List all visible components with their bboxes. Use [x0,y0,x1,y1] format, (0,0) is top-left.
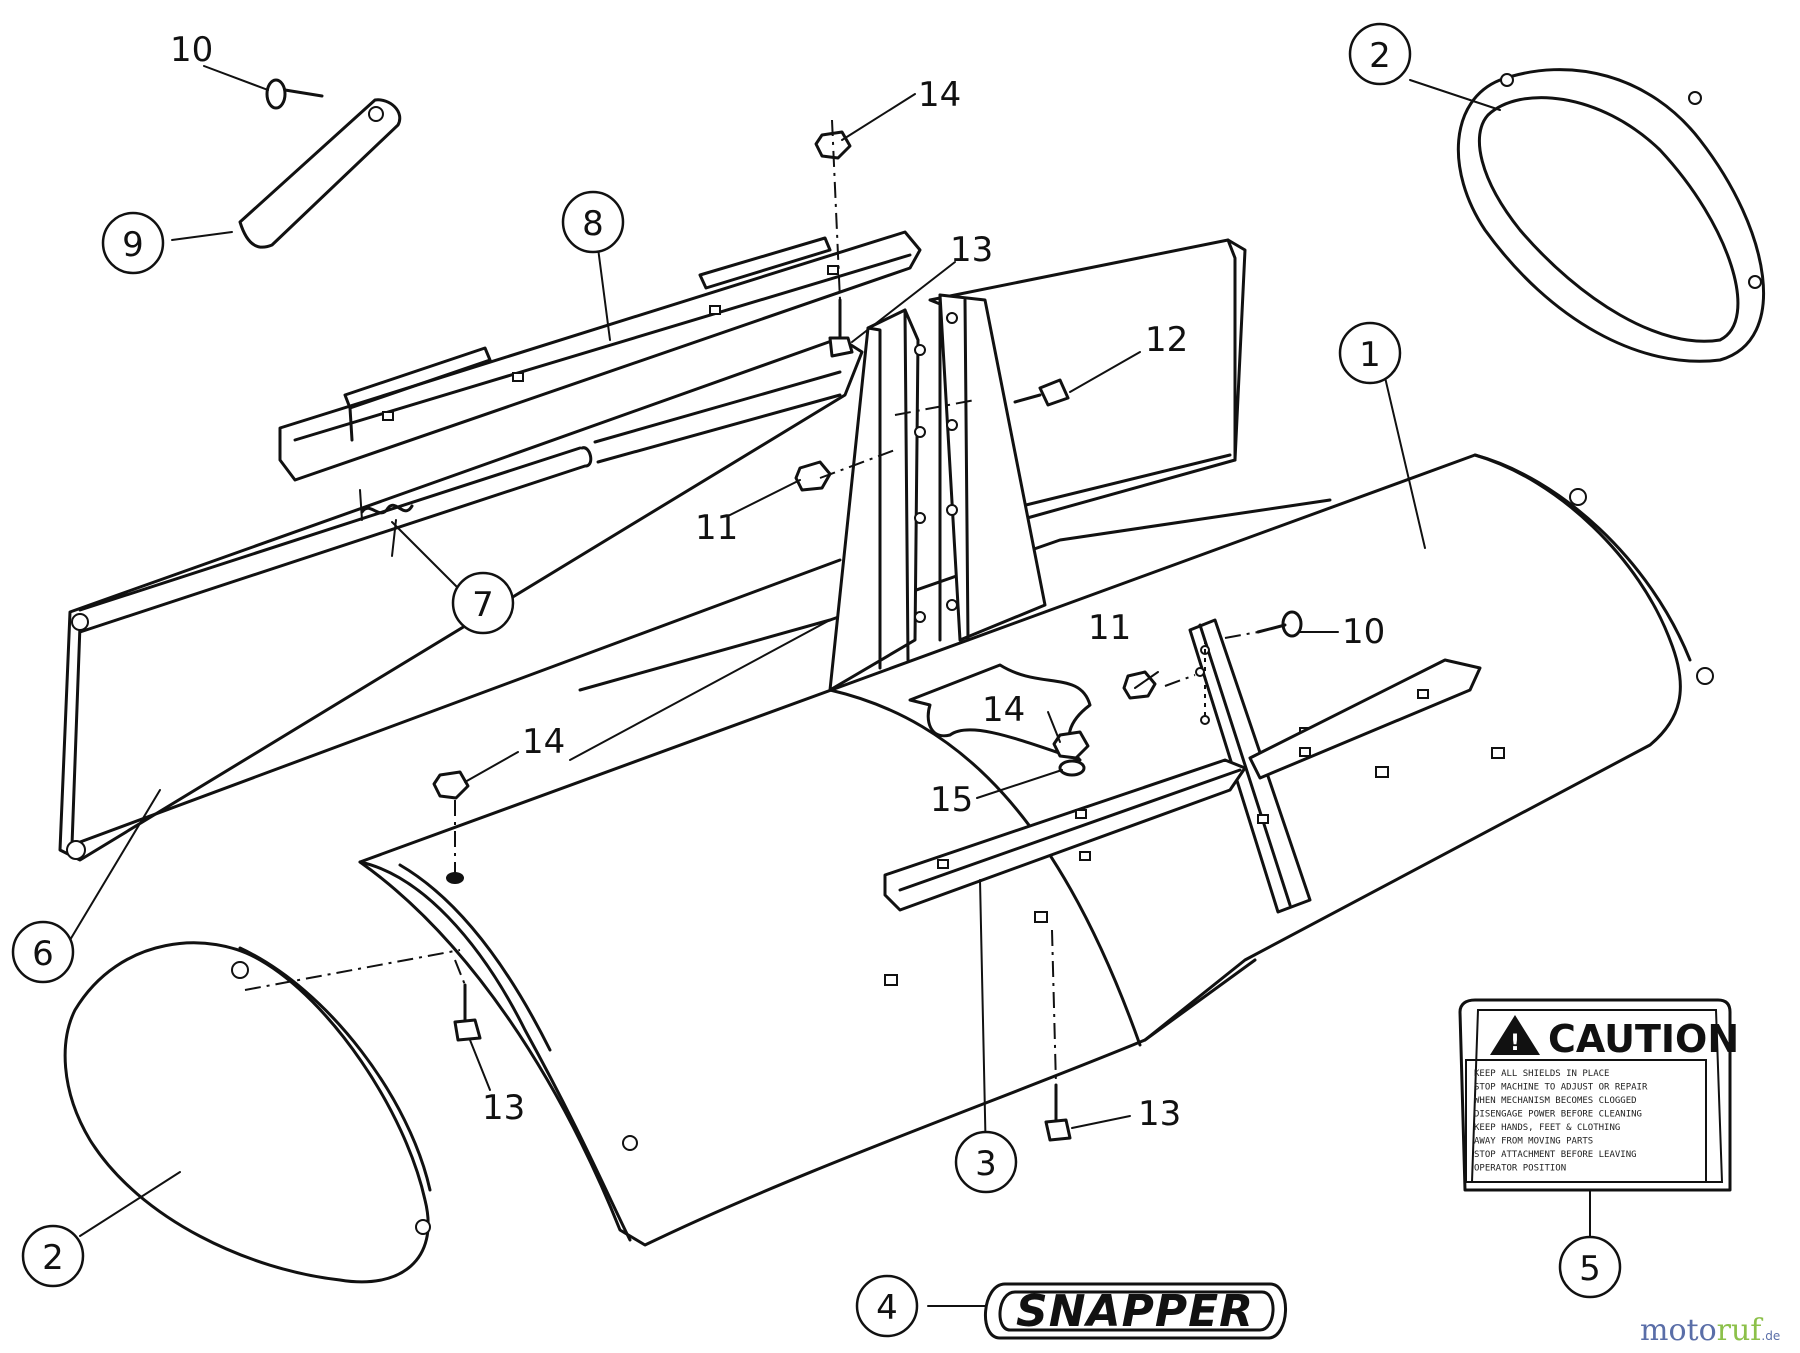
label-13-bottom: 13 [1138,1094,1181,1134]
label-13-left: 13 [482,1088,525,1128]
callout-4-number: 4 [876,1288,898,1328]
callout-5-number: 5 [1579,1249,1601,1289]
label-11-right: 11 [1088,608,1131,648]
caution-text-lines: KEEP ALL SHIELDS IN PLACE STOP MACHINE TO… [1474,1069,1648,1174]
caution-line: WHEN MECHANISM BECOMES CLOGGED [1474,1096,1637,1106]
upright-right [938,293,1047,642]
callout-1-number: 1 [1359,335,1381,375]
caution-line: OPERATOR POSITION [1474,1164,1566,1174]
brace-rail [1248,658,1482,780]
caution-line: DISENGAGE POWER BEFORE CLEANING [1474,1110,1642,1120]
callout-7-number: 7 [472,585,494,625]
callout-1: 1 [1338,321,1402,385]
watermark-suffix: .de [1761,1329,1780,1343]
bolt-13-left [453,983,482,1042]
nut-14-top [814,130,852,160]
label-14-left: 14 [522,722,565,762]
callout-2-top: 2 [1348,22,1412,86]
label-15: 15 [930,780,973,820]
label-10-top: 10 [170,30,213,70]
washer-15 [446,759,1086,884]
warning-triangle-icon: ! [1490,1015,1540,1056]
caution-title: CAUTION [1548,1017,1739,1061]
watermark-part-a: moto [1640,1313,1717,1348]
handle-9 [238,98,402,249]
caution-decal: ! CAUTION KEEP ALL SHIELDS IN PLACE STOP … [1458,998,1739,1192]
snapper-logo-text: SNAPPER [1016,1286,1254,1337]
callout-6: 6 [11,920,75,984]
watermark-text: motoruf.de [1640,1313,1780,1348]
label-12: 12 [1145,320,1188,360]
nut-14-center [1052,730,1090,760]
callout-9: 9 [101,211,165,275]
side-arm [1188,618,1312,914]
caution-line: STOP ATTACHMENT BEFORE LEAVING [1474,1150,1637,1160]
snapper-logo-decal: SNAPPER [984,1282,1287,1340]
bolt-12 [1013,378,1070,407]
callout-8: 8 [561,190,625,254]
callout-8-number: 8 [582,204,604,244]
hood-cutout [908,663,1092,762]
callout-2-bottom: 2 [21,1224,85,1288]
label-14-center: 14 [982,690,1025,730]
bolt-10-right [1256,610,1303,638]
mounting-angle-3 [883,758,1247,912]
callout-7: 7 [451,571,515,635]
watermark-part-b: ruf [1717,1313,1764,1348]
caution-line: KEEP HANDS, FEET & CLOTHING [1474,1123,1620,1133]
end-cap-top-right [1456,68,1766,363]
hinge-rod [78,370,842,634]
label-14-top: 14 [918,75,961,115]
callout-2-bottom-number: 2 [42,1238,64,1278]
nut-14-left [432,770,470,800]
svg-text:!: ! [1510,1031,1520,1056]
bolt-10-top [265,78,324,110]
caution-line: AWAY FROM MOVING PARTS [1474,1137,1593,1147]
label-10-right: 10 [1342,612,1385,652]
callout-4: 4 [855,1274,919,1338]
deflector-strip-8 [278,230,922,482]
bolt-13-bottom [1044,1083,1072,1142]
callout-3: 3 [954,1130,1018,1194]
watermark: motoruf.de [1640,1313,1780,1348]
bolt-13-top [828,298,854,358]
callout-2-top-number: 2 [1369,36,1391,76]
upright-left [828,308,926,692]
callout-5: 5 [1558,1235,1622,1299]
callout-9-number: 9 [122,225,144,265]
nut-11-left [794,460,832,492]
caution-line: STOP MACHINE TO ADJUST OR REPAIR [1474,1083,1648,1093]
callout-3-number: 3 [975,1144,997,1184]
label-11-left: 11 [695,508,738,548]
assembly-center-lines [244,119,1259,1086]
end-cap-bottom-left [63,941,432,1284]
label-13-top: 13 [950,230,993,270]
callout-6-number: 6 [32,934,54,974]
caution-line: KEEP ALL SHIELDS IN PLACE [1474,1069,1609,1079]
